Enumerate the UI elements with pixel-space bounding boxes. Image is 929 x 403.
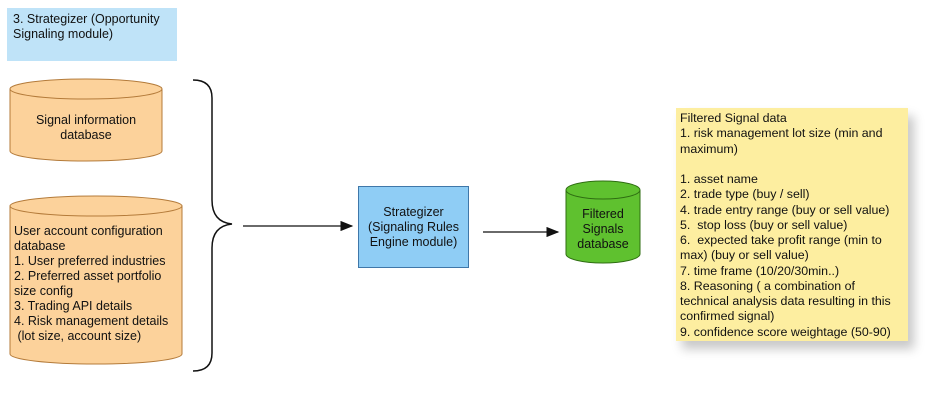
note-line: 1. risk management lot size (min and — [680, 126, 883, 141]
note-line: 5. stop loss (buy or sell value) — [680, 217, 848, 232]
filtered-db-label-line: Filtered — [582, 207, 624, 221]
user-db-line: (lot size, account size) — [14, 329, 142, 343]
strategizer-label-line: (Signaling Rules — [367, 219, 460, 234]
user-db-line: User account configuration — [14, 224, 163, 238]
user-db-line: database — [14, 239, 66, 253]
signal-db-label-line: database — [60, 128, 112, 142]
strategizer-label-line: Engine module) — [369, 234, 458, 249]
filtered-signals-cylinder — [565, 180, 641, 264]
user-db-line: 4. Risk management details — [14, 314, 169, 328]
note-line: technical analysis data resulting in thi… — [680, 294, 891, 308]
user-db-line: 3. Trading API details — [14, 299, 133, 313]
note-line: 8. Reasoning ( a combination of — [680, 278, 855, 293]
note-line: 4. trade entry range (buy or sell value) — [680, 202, 890, 217]
user-account-label: User account configuration database 1. U… — [14, 224, 182, 344]
note-line: Filtered Signal data — [680, 111, 787, 125]
strategizer-label-line: Strategizer — [383, 204, 444, 219]
strategizer-box: Strategizer (Signaling Rules Engine modu… — [358, 186, 469, 268]
note-line — [680, 157, 904, 172]
note-line: 7. time frame (10/20/30min..) — [680, 263, 840, 278]
note-line: 9. confidence score weightage (50-90) — [680, 324, 891, 339]
filtered-db-label-line: database — [577, 237, 629, 251]
user-db-line: 1. User preferred industries — [14, 254, 166, 268]
filtered-signals-label: Filtered Signals database — [566, 207, 640, 252]
note-line: confirmed signal) — [680, 309, 775, 324]
signal-db-label-line: Signal information — [35, 113, 137, 127]
note-line: maximum) — [680, 141, 738, 156]
note-line: 6. expected take profit range (min to — [680, 233, 882, 247]
module-title: 3. Strategizer (Opportunity Signaling mo… — [7, 8, 177, 61]
filtered-db-label-line: Signals — [582, 222, 624, 236]
note-line: max) (buy or sell value) — [680, 248, 809, 263]
filtered-signal-data-note: Filtered Signal data 1. risk management … — [676, 108, 908, 341]
grouping-brace — [192, 79, 233, 372]
user-account-cylinder — [9, 195, 183, 365]
note-line: 2. trade type (buy / sell) — [680, 187, 810, 202]
signal-information-cylinder — [9, 78, 163, 162]
user-db-line: size config — [14, 284, 74, 298]
note-line: 1. asset name — [680, 172, 758, 186]
user-db-line: 2. Preferred asset portfolio — [14, 269, 162, 283]
signal-information-label: Signal information database — [10, 113, 162, 143]
